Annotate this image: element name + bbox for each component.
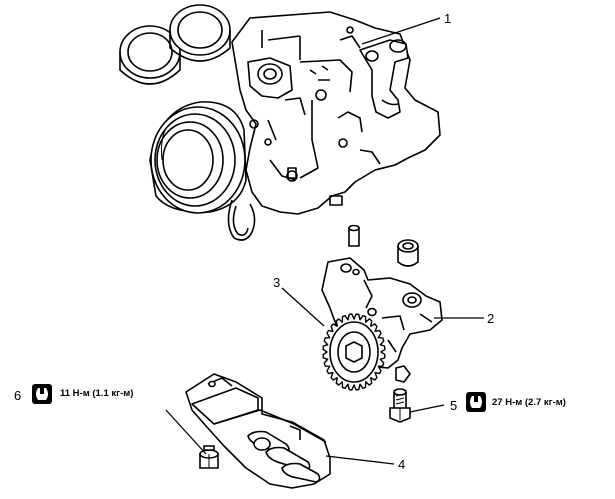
engine-block-outline: [231, 11, 441, 215]
leader-5: [409, 404, 445, 413]
block-boss: [247, 57, 293, 99]
leader-1: [361, 17, 441, 45]
torque-wrench-icon: [32, 384, 52, 404]
upper-pulleys: [119, 4, 231, 85]
callout-4: 4: [398, 457, 405, 472]
oil-pump-cover: [185, 373, 331, 489]
callout-numbers: 1 2 3 4 5 6: [14, 11, 494, 472]
pump-rear-boss: [395, 365, 411, 383]
torque-value-5: 27 Н-м (2.7 кг-м): [492, 397, 566, 408]
torque-spec-5: 27 Н-м (2.7 кг-м): [466, 392, 566, 412]
bolt-6: [199, 445, 219, 469]
leader-lines: [165, 17, 484, 465]
callout-3: 3: [273, 275, 280, 290]
torque-value-6: 11 Н-м (1.1 кг-м): [60, 388, 133, 399]
callout-2: 2: [487, 311, 494, 326]
leader-6: [165, 409, 207, 455]
timing-belt: [227, 199, 256, 241]
oil-seal: [397, 239, 419, 267]
oil-pump-sprocket: [322, 313, 386, 391]
leader-4: [325, 455, 395, 465]
bolt-5: [389, 388, 411, 423]
crankshaft-pulley: [149, 101, 247, 214]
torque-spec-6: 11 Н-м (1.1 кг-м): [32, 384, 133, 404]
callout-1: 1: [444, 11, 451, 26]
oil-pump-assembly: [321, 224, 443, 391]
callout-5: 5: [450, 398, 457, 413]
dowel-pin: [348, 224, 360, 247]
water-outlet: [359, 39, 409, 119]
leader-3: [281, 287, 325, 327]
callout-6: 6: [14, 388, 21, 403]
torque-wrench-icon: [466, 392, 486, 412]
